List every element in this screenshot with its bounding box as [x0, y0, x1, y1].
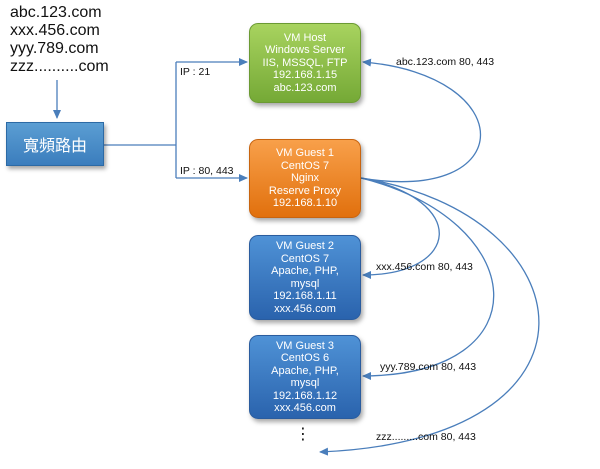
domain-item: xxx.456.com — [10, 22, 100, 39]
guest1-line: Nginx — [290, 172, 320, 185]
host-line: VM Host — [283, 31, 327, 44]
guest3-line: xxx.456.com — [274, 402, 336, 414]
proxy-label-yyy: yyy.789.com 80, 443 — [380, 361, 477, 373]
proxy-label-abc: abc.123.com 80, 443 — [396, 56, 495, 68]
guest1-line: CentOS 7 — [280, 159, 330, 172]
proxy-label-xxx: xxx.456.com 80, 443 — [376, 261, 473, 273]
guest2-line: Apache, PHP, — [271, 265, 339, 277]
vm-guest3-box: VM Guest 3 CentOS 6 Apache, PHP, mysql 1… — [249, 335, 361, 419]
proxy-to-more-curve — [319, 177, 540, 456]
proxy-to-guest3-curve — [360, 177, 495, 380]
vm-guest1-box: VM Guest 1 CentOS 7 Nginx Reserve Proxy … — [249, 139, 361, 218]
guest3-line: VM Guest 3 — [275, 339, 335, 352]
vm-guest2-box: VM Guest 2 CentOS 7 Apache, PHP, mysql 1… — [249, 235, 361, 320]
domain-item: yyy.789.com — [10, 40, 99, 57]
guest2-line: 192.168.1.11 — [273, 290, 337, 302]
more-guests-ellipsis: ⋮ — [295, 426, 311, 443]
guest2-line: CentOS 7 — [280, 252, 330, 265]
host-line: IIS, MSSQL, FTP — [262, 56, 348, 69]
broadband-router-box: 寬頻路由 — [6, 122, 104, 166]
guest3-line: 192.168.1.12 — [272, 389, 338, 402]
proxy-to-host-curve — [360, 58, 482, 183]
host-line: Windows Server — [264, 44, 346, 57]
guest2-line: VM Guest 2 — [275, 240, 335, 252]
guest1-line: 192.168.1.10 — [272, 197, 338, 210]
guest1-line: Reserve Proxy — [268, 184, 342, 197]
domain-list: abc.123.com xxx.456.com yyy.789.com zzz.… — [10, 4, 109, 76]
guest2-line: mysql — [290, 277, 320, 290]
vm-host-box: VM Host Windows Server IIS, MSSQL, FTP 1… — [249, 23, 361, 103]
proxy-label-zzz: zzz.........com 80, 443 — [376, 431, 476, 443]
guest3-line: Apache, PHP, — [271, 364, 339, 377]
domain-item: abc.123.com — [10, 4, 102, 21]
guest3-line: CentOS 6 — [280, 352, 330, 364]
port-label-web: IP : 80, 443 — [180, 165, 234, 177]
port-label-ftp: IP : 21 — [180, 66, 211, 78]
router-label: 寬頻路由 — [22, 138, 87, 155]
guest3-line: mysql — [290, 377, 320, 389]
guest2-line: xxx.456.com — [274, 302, 336, 315]
domain-item: zzz..........com — [10, 58, 109, 75]
host-line: 192.168.1.15 — [272, 69, 338, 82]
host-line: abc.123.com — [273, 81, 337, 94]
guest1-line: VM Guest 1 — [275, 147, 335, 160]
